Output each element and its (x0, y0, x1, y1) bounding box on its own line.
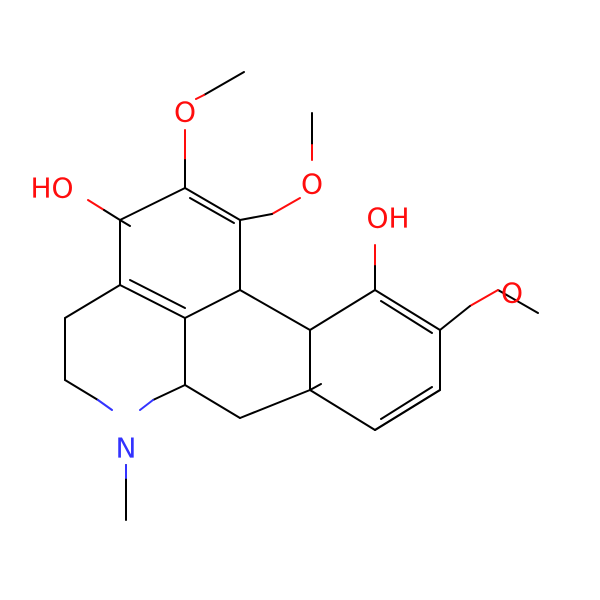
bond (309, 389, 376, 431)
bond (309, 383, 322, 391)
bond (97, 399, 113, 411)
bond (129, 279, 186, 309)
bond (119, 219, 131, 227)
bond (184, 384, 241, 419)
bond (239, 213, 273, 221)
bond (497, 289, 539, 314)
bond (309, 289, 376, 331)
bond (152, 384, 186, 401)
bond (184, 187, 241, 221)
oxygen-bonds (87, 94, 499, 307)
bond (184, 289, 241, 319)
hydroxyl-label-left: HO (30, 172, 73, 205)
bond (239, 389, 311, 419)
bond (103, 209, 121, 221)
bond (374, 389, 441, 431)
bond (203, 71, 245, 96)
ether-oxygen-label: O (174, 96, 196, 129)
bond (469, 289, 499, 307)
bond (139, 399, 154, 411)
bond (380, 300, 433, 334)
bond (189, 197, 235, 224)
bond (119, 187, 186, 221)
oxygen-bonds-black (103, 159, 471, 331)
ether-oxygen-label: O (301, 168, 323, 201)
nitrogen-bonds (97, 399, 154, 479)
amine-nitrogen-label: N (116, 432, 137, 465)
bond (374, 289, 441, 331)
bond (119, 284, 186, 319)
bond (64, 284, 121, 319)
bond (195, 94, 205, 100)
double-bond-lines (119, 187, 441, 431)
bond (87, 199, 105, 211)
hydroxyl-label-right: OH (366, 202, 409, 235)
ether-oxygen-label: O (501, 277, 523, 310)
bond (271, 197, 301, 215)
bond (380, 386, 433, 420)
bond (439, 305, 471, 331)
bond (239, 289, 311, 331)
bond (64, 379, 99, 401)
